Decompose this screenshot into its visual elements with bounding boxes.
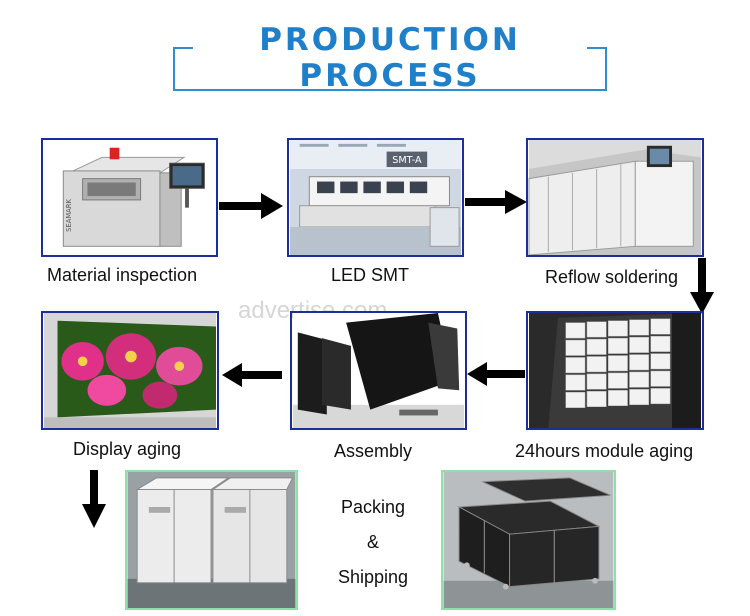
shipping-label: Shipping xyxy=(337,567,409,587)
brand-text: SEAMARK xyxy=(65,199,73,232)
smt-line-image: SMT-A xyxy=(289,140,462,255)
reflow-oven-image xyxy=(528,140,702,255)
packing-ampersand: & xyxy=(366,532,379,552)
photo-display-aging xyxy=(41,311,219,430)
photo-assembly xyxy=(290,311,467,430)
arrow-right-1 xyxy=(219,193,283,219)
photo-packing-crates xyxy=(125,470,298,610)
arrow-down-3 xyxy=(690,258,714,314)
label-led-smt: LED SMT xyxy=(331,265,410,285)
arrow-left-4 xyxy=(467,362,525,386)
label-material-inspection: Material inspection xyxy=(47,265,198,285)
display-screen-image xyxy=(43,313,217,428)
photo-material-inspection: SEAMARK xyxy=(41,138,218,257)
packing-label: Packing xyxy=(340,497,406,517)
smt-sign-text: SMT-A xyxy=(392,155,422,166)
photo-led-smt: SMT-A xyxy=(287,138,464,257)
module-aging-image xyxy=(528,313,702,428)
arrow-down-6 xyxy=(82,470,106,528)
photo-flight-cases xyxy=(441,470,616,610)
arrow-left-5 xyxy=(222,363,282,387)
title-frame xyxy=(173,47,607,91)
assembly-image xyxy=(292,313,465,428)
page-title: PRODUCTION PROCESS xyxy=(259,22,521,94)
wooden-crates-image xyxy=(127,472,296,608)
arrow-right-2 xyxy=(465,190,527,214)
x-ray-machine-image: SEAMARK xyxy=(43,140,216,255)
label-display-aging: Display aging xyxy=(73,439,182,459)
label-reflow-soldering: Reflow soldering xyxy=(545,267,679,287)
photo-reflow-soldering xyxy=(526,138,704,257)
photo-module-aging xyxy=(526,311,704,430)
flight-cases-image xyxy=(443,472,614,608)
label-module-aging: 24hours module aging xyxy=(515,441,694,461)
label-assembly: Assembly xyxy=(334,441,413,461)
